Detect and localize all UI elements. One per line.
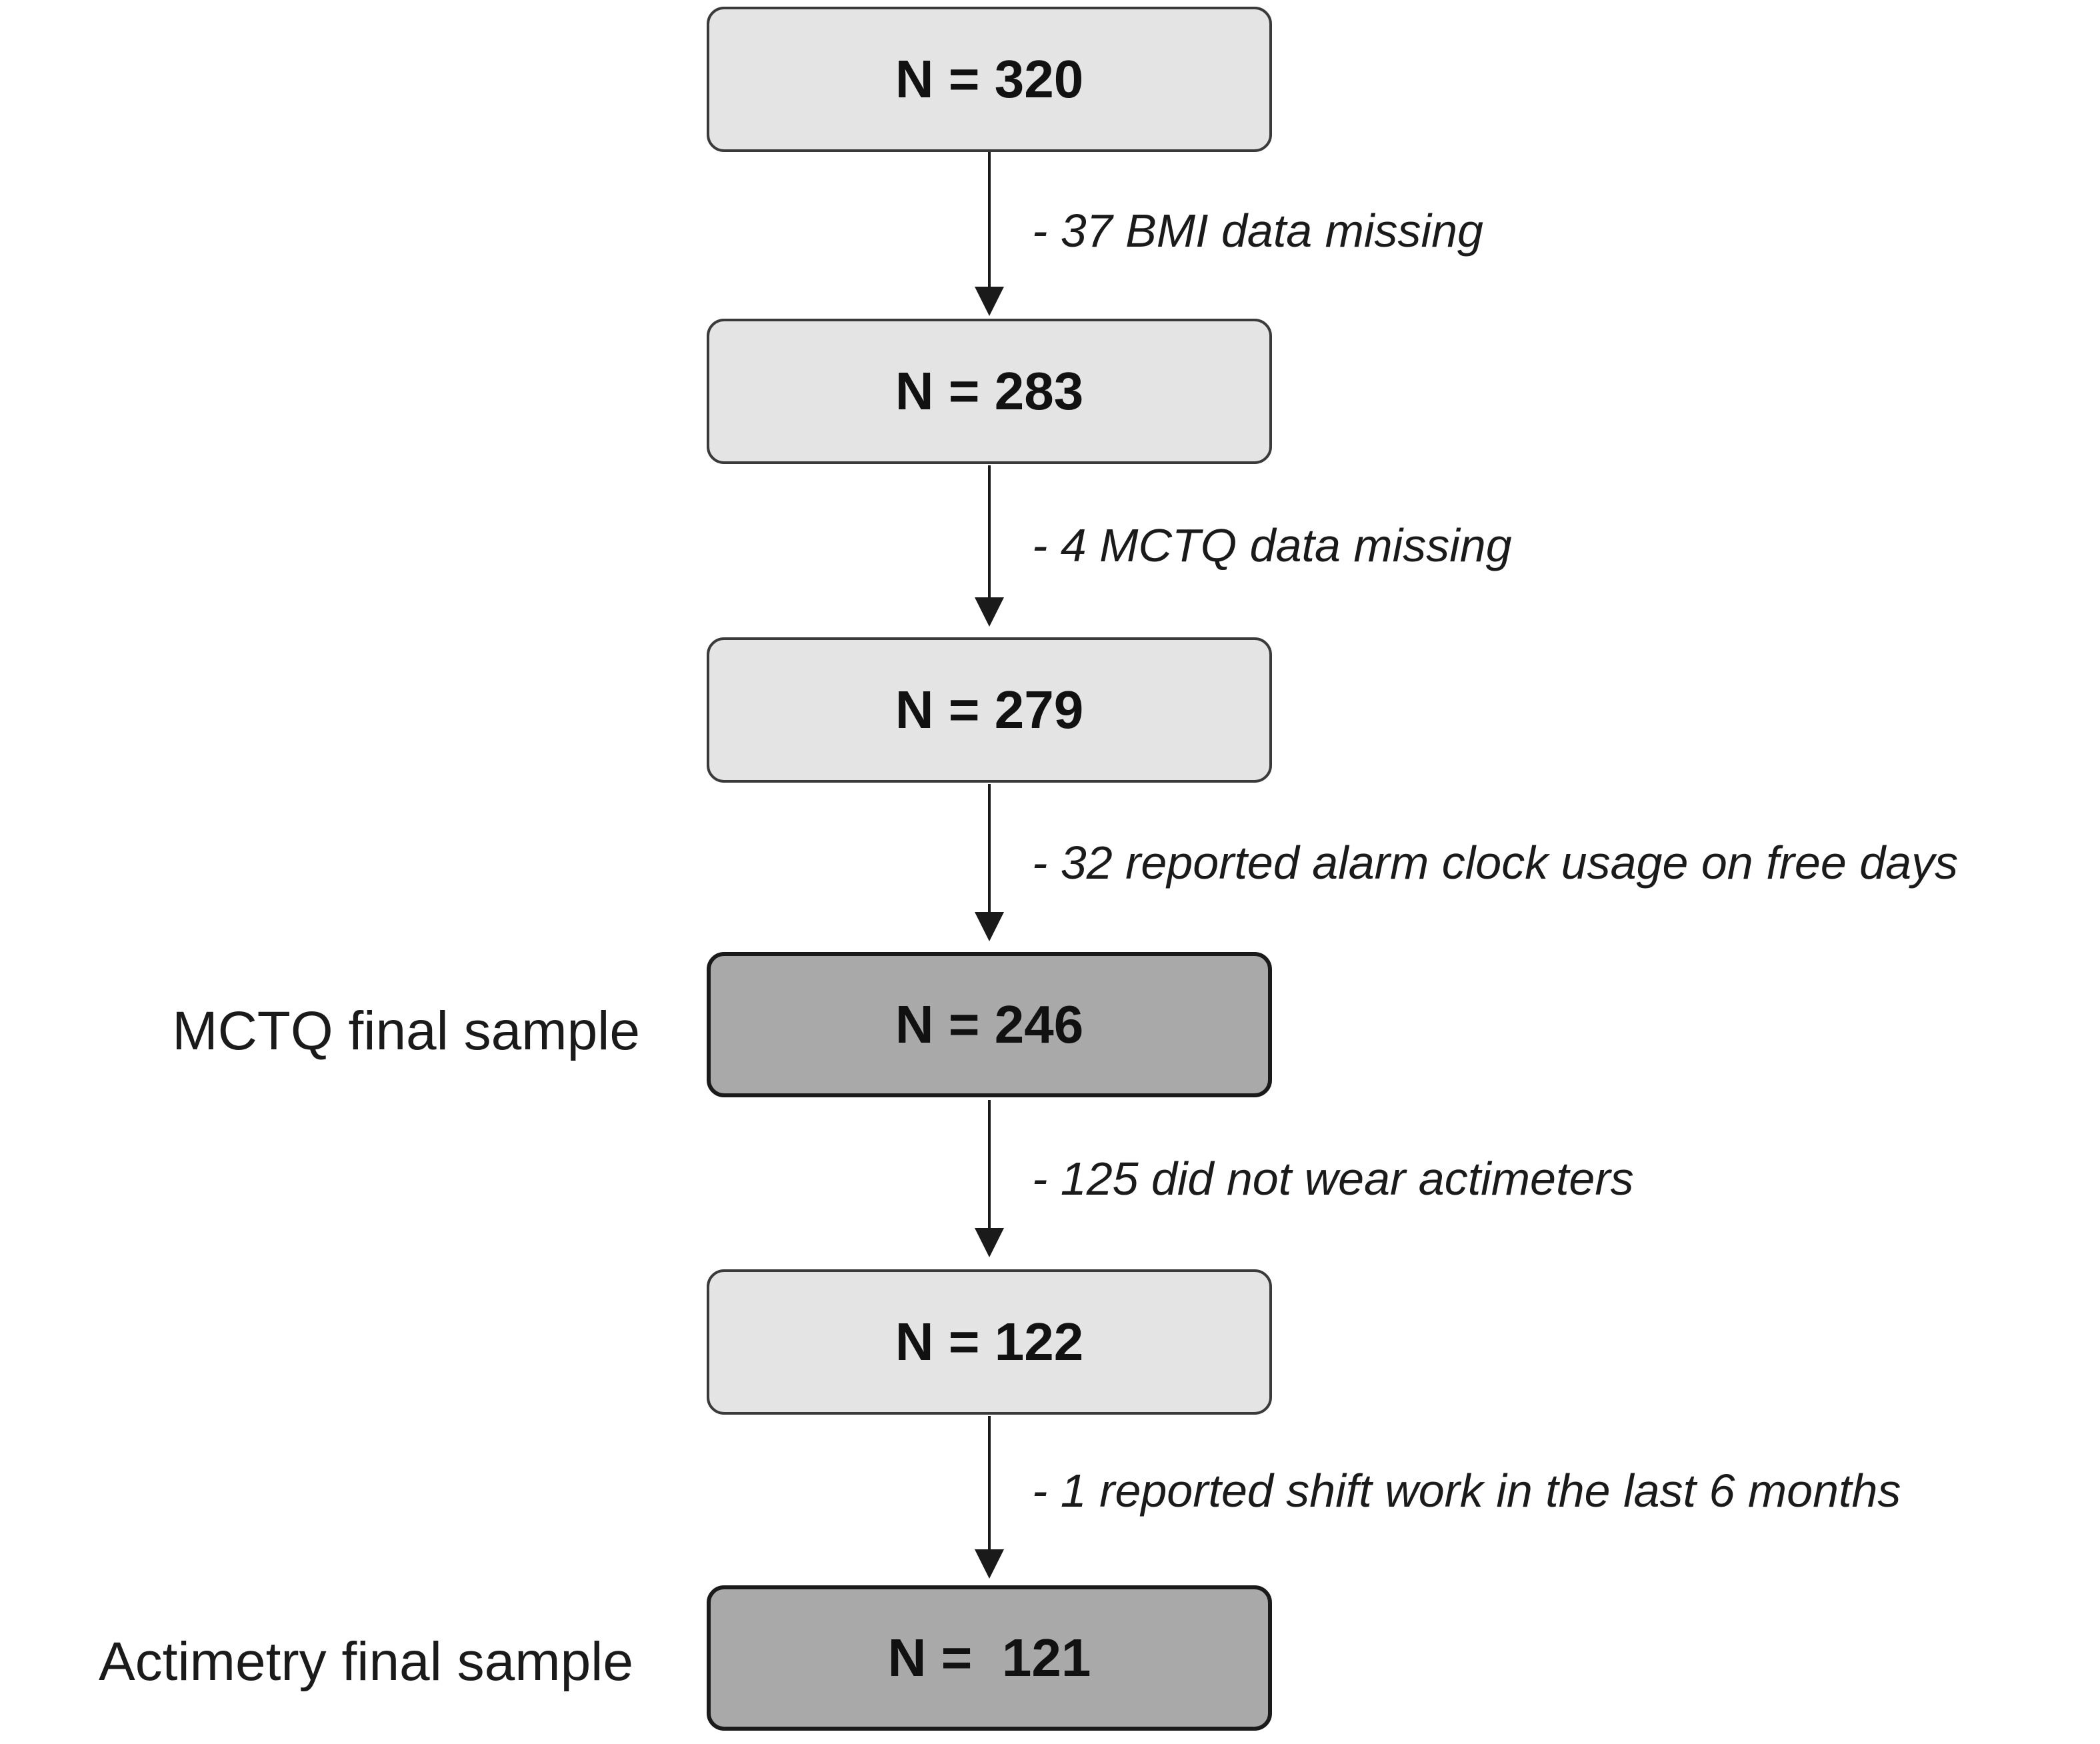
arrowhead-279-to-246 <box>975 912 1004 941</box>
box-n-283: N = 283 <box>707 319 1272 464</box>
actimetry-final-sample-label: Actimetry final sample <box>98 1631 633 1692</box>
box-n-320: N = 320 <box>707 7 1272 152</box>
arrowhead-246-to-122 <box>975 1228 1004 1257</box>
mctq-final-sample-label: MCTQ final sample <box>172 1001 640 1061</box>
exclusion-bmi-missing: - 37 BMI data missing <box>1032 205 1483 257</box>
box-n-121: N = 121 <box>707 1585 1272 1731</box>
arrowhead-320-to-283 <box>975 287 1004 316</box>
box-n-122: N = 122 <box>707 1269 1272 1415</box>
arrowhead-122-to-121 <box>975 1549 1004 1579</box>
arrowhead-283-to-279 <box>975 597 1004 627</box>
exclusion-shift-work: - 1 reported shift work in the last 6 mo… <box>1032 1465 1901 1517</box>
box-n-279: N = 279 <box>707 637 1272 783</box>
exclusion-alarm-clock: - 32 reported alarm clock usage on free … <box>1032 837 1959 889</box>
exclusion-mctq-missing: - 4 MCTQ data missing <box>1032 519 1512 571</box>
exclusion-no-actimeters: - 125 did not wear actimeters <box>1032 1153 1634 1205</box>
box-n-246: N = 246 <box>707 952 1272 1097</box>
